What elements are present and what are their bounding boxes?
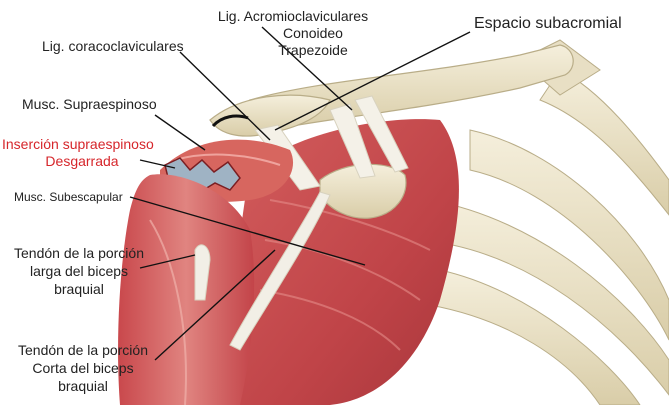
leader-coracoclavicular (179, 51, 271, 141)
biceps-long-head-tendon (194, 244, 211, 301)
biceps-short-head-tendon (229, 191, 331, 351)
label-insercion-supraespinoso: Inserción supraespinoso (2, 136, 154, 152)
label-conoideo: Conoideo (283, 25, 343, 41)
label-trapezoide: Trapezoide (278, 42, 348, 58)
leader-subacromial (274, 31, 471, 131)
acromion (209, 94, 331, 137)
label-coracoclaviculares: Lig. coracoclaviculares (42, 38, 184, 54)
label-tendon-larga-2: larga del biceps (29, 263, 129, 279)
leader-acromioclavicular (261, 26, 353, 111)
label-subescapular: Musc. Subescapular (14, 190, 123, 204)
label-supraespinoso: Musc. Supraespinoso (22, 96, 157, 112)
leader-subscapularis (129, 196, 366, 266)
label-tendon-larga-1: Tendón de la porción (14, 245, 144, 261)
label-desgarrada: Desgarrada (45, 153, 119, 169)
label-tendon-corta-3: braquial (58, 378, 108, 394)
leader-short-head (154, 249, 276, 361)
leader-lines (129, 26, 471, 361)
upper-arm (118, 174, 255, 405)
leader-torn-insertion (139, 159, 176, 169)
label-espacio-subacromial: Espacio subacromial (474, 15, 622, 32)
label-acromioclaviculares: Lig. Acromioclaviculares (217, 8, 369, 24)
label-tendon-larga-3: braquial (54, 281, 104, 297)
label-tendon-corta-2: Corta del biceps (32, 360, 134, 376)
label-tendon-corta-1: Tendón de la porción (18, 342, 148, 358)
leader-supraspinatus (154, 114, 206, 151)
leader-long-head (139, 254, 196, 269)
